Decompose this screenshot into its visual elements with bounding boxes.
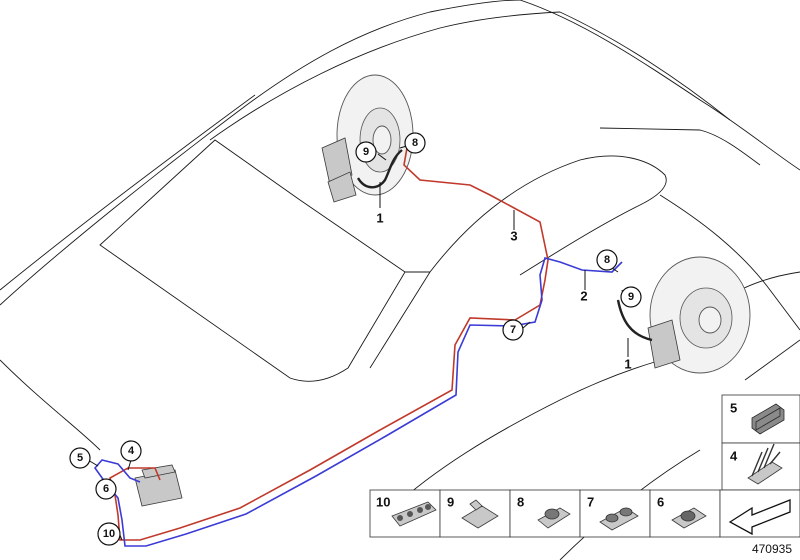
legend-label-5: 5 bbox=[730, 401, 737, 416]
callout-8-top: 8 bbox=[404, 132, 426, 154]
legend-label-4: 4 bbox=[730, 449, 738, 464]
callout-8-right: 8 bbox=[596, 249, 618, 271]
callout-5-label: 5 bbox=[77, 452, 83, 464]
blue-brake-line bbox=[93, 257, 623, 547]
legend-label-8: 8 bbox=[517, 495, 524, 510]
callout-6: 6 bbox=[95, 478, 117, 500]
part-label-1-top: 1 bbox=[376, 211, 383, 226]
legend-side: 5 4 bbox=[721, 394, 800, 491]
callout-7: 7 bbox=[502, 319, 524, 341]
legend-label-10: 10 bbox=[376, 495, 390, 510]
callout-9-right-label: 9 bbox=[628, 291, 634, 303]
brake-fluid-reservoir bbox=[134, 464, 183, 507]
callout-8-right-label: 8 bbox=[604, 254, 610, 266]
callout-8-top-label: 8 bbox=[412, 137, 418, 149]
clip-strip-icon bbox=[751, 403, 785, 435]
callout-7-label: 7 bbox=[510, 324, 516, 336]
part-label-3: 3 bbox=[510, 229, 517, 244]
callout-9-top-label: 9 bbox=[363, 146, 369, 158]
legend-label-6: 6 bbox=[657, 495, 664, 510]
double-clip-icon bbox=[537, 507, 571, 529]
multi-pipe-clip-icon bbox=[391, 501, 437, 527]
callout-4-label: 4 bbox=[128, 445, 135, 457]
callout-5: 5 bbox=[69, 447, 91, 469]
rear-brake-hose bbox=[356, 149, 403, 189]
callout-6-label: 6 bbox=[103, 483, 109, 495]
part-label-2: 2 bbox=[580, 289, 587, 304]
reference-number: 470935 bbox=[751, 542, 792, 556]
legend-label-7: 7 bbox=[587, 495, 594, 510]
ribbed-clip-icon bbox=[747, 443, 783, 485]
callout-10: 10 bbox=[97, 522, 121, 546]
callout-10-label: 10 bbox=[103, 528, 115, 540]
single-clip-icon bbox=[671, 507, 707, 529]
direction-arrow-icon bbox=[728, 499, 791, 536]
callout-4: 4 bbox=[120, 440, 142, 462]
legend-label-9: 9 bbox=[447, 495, 454, 510]
part-label-1-right: 1 bbox=[624, 357, 631, 372]
legend-bottom: 10 9 8 7 6 bbox=[369, 489, 800, 538]
triple-clip-icon bbox=[599, 507, 639, 531]
callout-9-top: 9 bbox=[355, 141, 377, 163]
front-brake-hose bbox=[616, 299, 653, 342]
front-brake-disc bbox=[647, 256, 751, 374]
bracket-icon bbox=[461, 499, 499, 529]
rear-brake-disc bbox=[321, 74, 414, 203]
callout-9-right: 9 bbox=[620, 286, 642, 308]
